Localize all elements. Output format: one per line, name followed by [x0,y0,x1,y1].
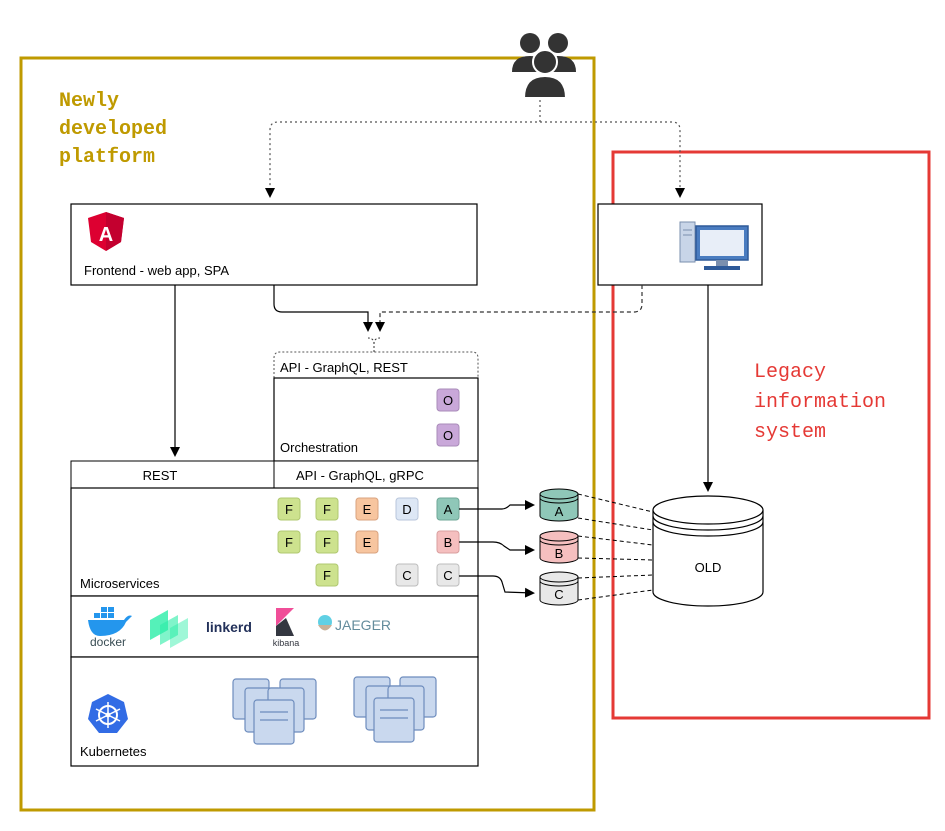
service-d-label: D [402,502,411,517]
frontend-box [70,203,478,286]
orchestration-label: Orchestration [280,440,358,455]
service-f-r1c1 [277,497,301,521]
user-to-legacy-client-connector [540,121,685,198]
svg-text:kibana: kibana [273,638,300,648]
service-f-r1c2 [315,497,339,521]
service-c-r3c2 [436,563,460,587]
service-e-r1 [355,497,379,521]
service-b-label: B [444,535,453,550]
service-f-r2c1-label: F [285,535,293,550]
db-c: C [539,571,579,606]
angular-logo-icon: A [88,212,124,251]
service-c-r3c1-label: C [402,568,411,583]
svg-text:OLD: OLD [695,560,722,575]
kubernetes-icon [88,694,128,733]
jaeger-icon: JAEGER [318,615,391,633]
service-f-r1c1-label: F [285,502,293,517]
orchestration-api-border [273,351,479,378]
orchestration-api-label: API - GraphQL, REST [280,360,408,375]
kibana-icon: kibana [273,608,300,648]
service-f-r2c2-label: F [323,535,331,550]
service-e-r2 [355,530,379,554]
orchestration-junction-connector [367,337,381,352]
svg-text:A: A [99,224,113,246]
service-f-r3 [315,563,339,587]
server-cluster-icon [353,676,437,743]
service-f-r2c1 [277,530,301,554]
svg-text:A: A [555,504,564,519]
kubernetes-label: Kubernetes [80,744,147,759]
frontend-to-orchestration-connector [273,285,373,332]
orchestration-service-o2 [436,423,460,447]
rest-label: REST [143,468,178,483]
service-f-r2c2 [315,530,339,554]
service-c-r3c2-label: C [443,568,452,583]
service-a-label: A [444,502,453,517]
frontend-label: Frontend - web app, SPA [84,263,229,278]
microservices-api-header [273,460,479,489]
orchestration-service-o1-label: O [443,393,453,408]
microservices-api-label: API - GraphQL, gRPC [296,468,424,483]
db-a: A [539,488,579,522]
db-b: B [539,530,579,564]
docker-icon: docker [88,607,132,649]
legacy-client-to-orchestration-connector [375,285,643,332]
db-old: OLD [652,495,764,607]
platform-title: Newly developed platform [59,90,179,169]
legacy-boundary [611,150,931,720]
service-a-to-db-a-connector [459,500,535,510]
legacy-title: Legacy information system [754,361,898,444]
orchestration-service-o2-label: O [443,428,453,443]
service-b-to-db-b-connector [459,541,535,555]
svg-text:C: C [554,587,563,602]
svg-text:linkerd: linkerd [206,619,252,635]
tools-box [70,595,479,658]
server-cluster-icon [232,678,317,745]
desktop-computer-icon [679,221,749,270]
platform-boundary [19,56,596,812]
service-e-r2-label: E [363,535,372,550]
service-c-r3c1 [395,563,419,587]
microservices-label: Microservices [80,576,160,591]
users-group-icon [512,33,576,99]
orchestration-service-o1 [436,388,460,412]
service-f-r3-label: F [323,568,331,583]
svg-text:JAEGER: JAEGER [335,617,391,633]
svg-text:docker: docker [90,635,126,649]
service-c-to-db-c-connector [459,575,535,598]
service-d [395,497,419,521]
service-e-r1-label: E [363,502,372,517]
service-f-r1c2-label: F [323,502,331,517]
linkerd-icon: linkerd [150,610,252,648]
user-to-frontend-connector [265,100,541,198]
db-sync-connectors [577,493,654,601]
svg-text:B: B [555,546,564,561]
